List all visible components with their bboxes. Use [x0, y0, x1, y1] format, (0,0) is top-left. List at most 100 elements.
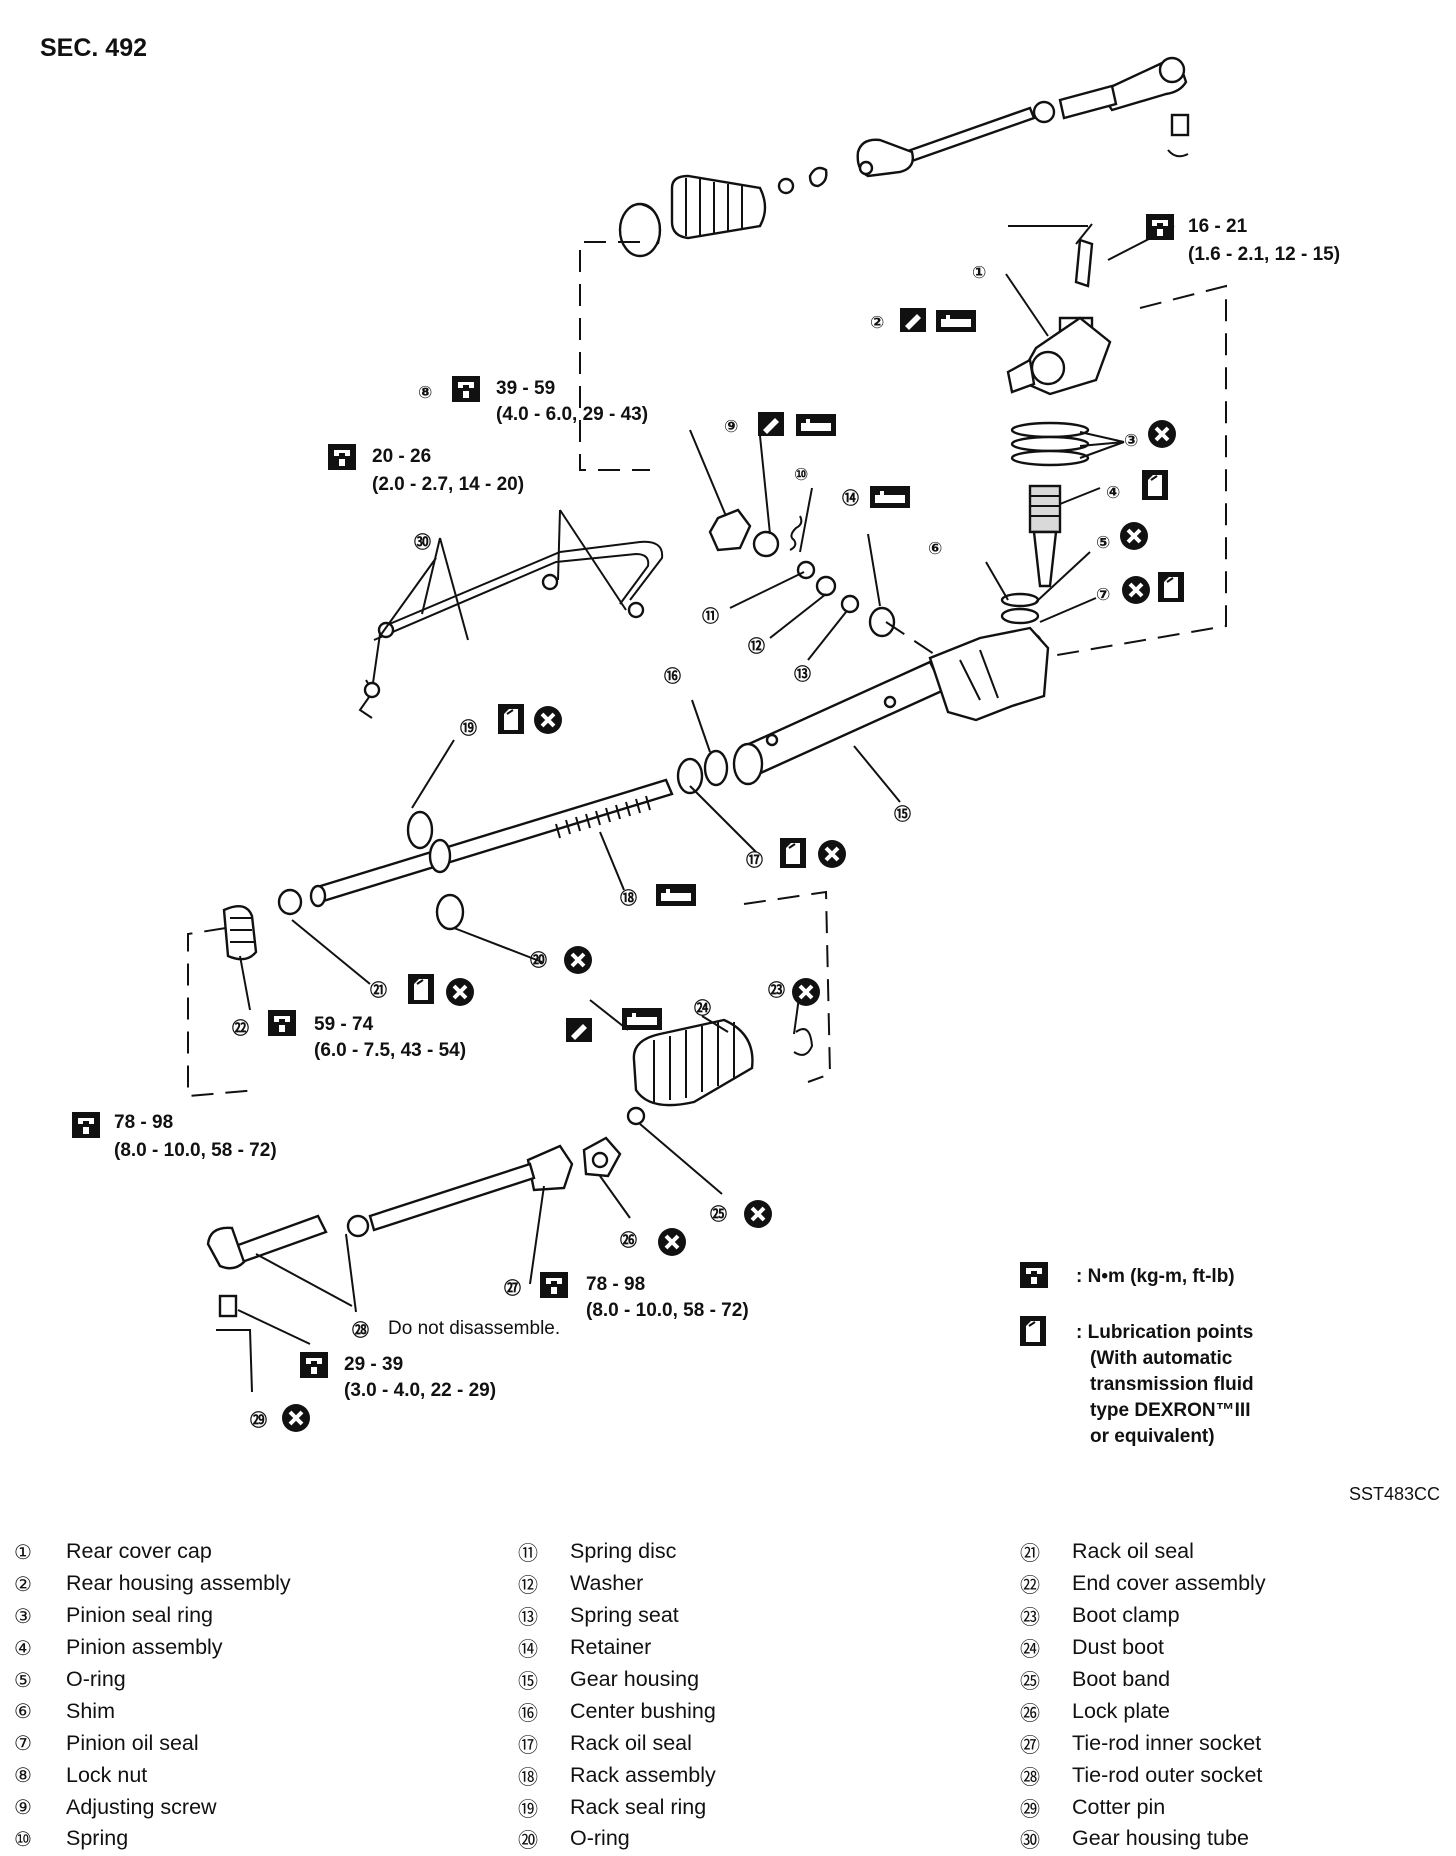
legend-label: Dust boot [1072, 1635, 1165, 1660]
torque-78-98-a-sub: (8.0 - 10.0, 58 - 72) [114, 1140, 277, 1161]
legend-label: Pinion seal ring [66, 1603, 214, 1628]
legend-num: ㉗ [1020, 1732, 1040, 1757]
upper-tie-rod-group [618, 56, 1190, 258]
key-lube-line-2: (With automatic [1090, 1348, 1233, 1369]
legend-item: ㉓ Boot clamp [1020, 1600, 1456, 1632]
callout-3: ③ [1124, 431, 1138, 451]
legend-item: ② Rear housing assembly [14, 1568, 484, 1600]
legend-num: ⑫ [518, 1573, 538, 1598]
legend-label: Pinion assembly [66, 1635, 223, 1660]
torque-20-26: 20 - 26 [372, 446, 431, 467]
legend-label: Shim [66, 1698, 115, 1723]
legend-num: ㉙ [1020, 1796, 1040, 1821]
callout-25: ㉕ [710, 1204, 727, 1225]
torque-78-98-b-sub: (8.0 - 10.0, 58 - 72) [586, 1300, 749, 1321]
legend-num: ⑩ [14, 1826, 32, 1851]
legend-item: ⑧ Lock nut [14, 1759, 484, 1791]
legend-num: ⑪ [518, 1541, 538, 1566]
callout-23: ㉓ [768, 980, 785, 1001]
bracket-pinion [1039, 284, 1227, 659]
legend-label: Gear housing [570, 1667, 700, 1691]
legend-item: ⑲ Rack seal ring [518, 1791, 988, 1823]
torque-39-59-sub: (4.0 - 6.0, 29 - 43) [496, 404, 648, 425]
legend-label: Washer [570, 1571, 644, 1596]
legend-num: ㉕ [1020, 1669, 1040, 1693]
callout-24: ㉔ [694, 998, 711, 1019]
legend-num: ⑰ [518, 1732, 538, 1757]
callout-28: ㉘ [352, 1320, 369, 1341]
legend-num: ⑲ [518, 1796, 538, 1821]
lower-group [187, 890, 832, 1393]
bracket-retainer [885, 621, 935, 655]
exploded-diagram: SEC. 492 [40, 34, 1440, 1500]
callout-21: ㉑ [370, 980, 387, 1001]
legend-num: ① [14, 1539, 32, 1564]
gear-housing-tube-group [358, 540, 664, 719]
legend-num: ㉓ [1020, 1605, 1040, 1630]
key-lube-line-4: type DEXRON™III [1090, 1400, 1250, 1421]
legend-label: Rear cover cap [66, 1539, 212, 1564]
legend-num: ㉘ [1020, 1764, 1040, 1789]
legend-num: ⑧ [14, 1763, 32, 1788]
legend-num: ⑤ [14, 1667, 32, 1692]
leader-lines [237, 225, 1175, 1345]
legend-num: ⑮ [518, 1669, 538, 1693]
legend-label: Center bushing [570, 1698, 716, 1723]
legend-num: ㉑ [1020, 1541, 1040, 1566]
callout-20: ⑳ [530, 950, 547, 971]
legend-item: ⑤ O-ring [14, 1664, 484, 1696]
legend-num: ⑦ [14, 1731, 32, 1756]
legend-label: Rear housing assembly [66, 1571, 291, 1596]
torque-39-59: 39 - 59 [496, 378, 555, 399]
torque-59-74: 59 - 74 [314, 1014, 374, 1035]
key-lube-line-1: : Lubrication points [1076, 1322, 1253, 1343]
legend-label: Rack assembly [570, 1762, 716, 1787]
callout-2: ② [870, 313, 884, 333]
symbol-key: : N•m (kg-m, ft-lb) : Lubrication points… [1019, 1262, 1254, 1447]
callout-12: ⑫ [748, 636, 765, 657]
callout-15: ⑮ [894, 804, 911, 825]
callout-5: ⑤ [1096, 533, 1110, 553]
legend-num: ⑳ [518, 1828, 538, 1853]
torque-16-21-sub: (1.6 - 2.1, 12 - 15) [1188, 244, 1340, 265]
callout-16: ⑯ [664, 666, 681, 687]
callout-11: ⑪ [702, 606, 719, 627]
callout-6: ⑥ [928, 539, 942, 559]
diagram-code: SST483CC [1349, 1484, 1440, 1500]
legend-label: Rack seal ring [570, 1794, 707, 1819]
torque-20-26-sub: (2.0 - 2.7, 14 - 20) [372, 474, 524, 495]
callout-1: ① [972, 263, 986, 283]
callout-14: ⑭ [842, 488, 859, 509]
legend-label: O-ring [66, 1667, 126, 1691]
legend-num: ⑬ [518, 1605, 538, 1630]
legend-label: Spring disc [570, 1539, 677, 1564]
torque-16-21: 16 - 21 [1188, 216, 1248, 237]
callout-29: ㉙ [250, 1410, 267, 1431]
key-torque-unit: : N•m (kg-m, ft-lb) [1076, 1266, 1235, 1287]
legend-item: ① Rear cover cap [14, 1536, 484, 1568]
callout-17: ⑰ [746, 850, 763, 871]
legend-num: ② [14, 1571, 32, 1596]
callout-8: ⑧ [418, 383, 432, 403]
legend-label: Lock nut [66, 1762, 148, 1787]
legend-num: ㉚ [1020, 1828, 1040, 1853]
legend-num: ⑥ [14, 1699, 32, 1724]
legend-num: ㉒ [1020, 1573, 1040, 1598]
legend-label: Boot clamp [1072, 1603, 1180, 1628]
callout-10: ⑩ [794, 465, 808, 485]
callouts: ① ② ③ ④ ⑤ ⑥ ⑦ ⑧ ⑨ ⑩ ⑪ ⑫ ⑬ ⑭ ⑮ ⑯ ⑰ ⑱ ⑲ ⑳ … [232, 263, 1138, 1431]
legend-item: ⑥ Shim [14, 1695, 484, 1727]
